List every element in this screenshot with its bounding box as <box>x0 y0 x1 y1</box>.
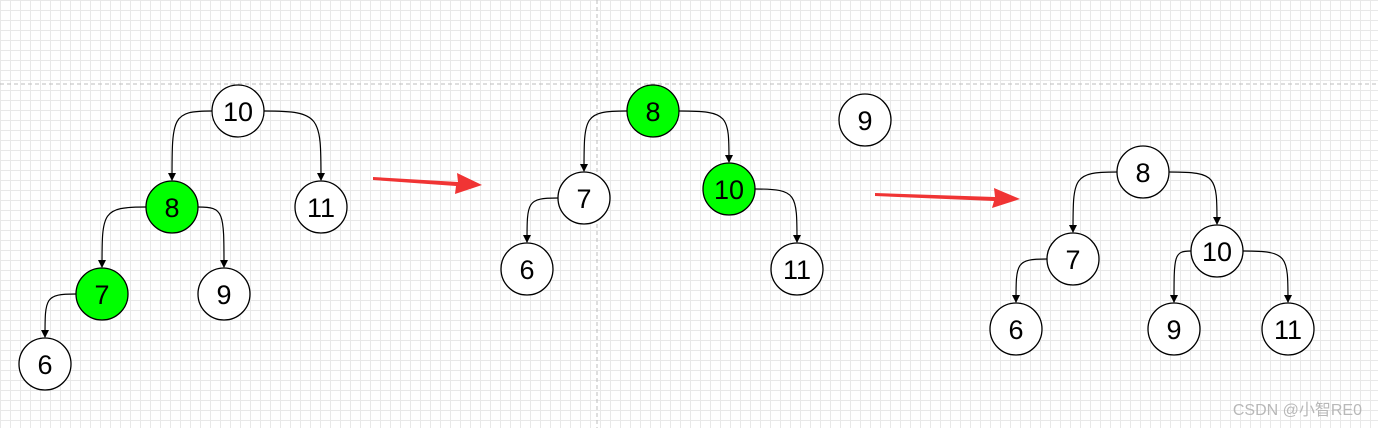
node-label: 11 <box>1274 315 1302 345</box>
node-label: 6 <box>1008 315 1023 345</box>
tree-1-node-10: 10 <box>211 84 265 138</box>
node-circle <box>18 337 72 391</box>
node-circle <box>1116 145 1170 199</box>
node-label: 9 <box>216 280 231 310</box>
tree-3-node-10: 10 <box>1190 224 1244 278</box>
tree-1-node-6: 6 <box>18 337 72 391</box>
node-label: 6 <box>37 350 52 380</box>
tree-3-node-8: 8 <box>1116 145 1170 199</box>
tree-1-node-11: 11 <box>294 180 348 234</box>
node-circle <box>626 84 680 138</box>
node-circle <box>1261 302 1315 356</box>
tree-3-edge-7-to-6 <box>1012 258 1048 303</box>
node-label: 11 <box>307 193 335 223</box>
tree-1-edge-10-to-8 <box>168 110 213 181</box>
node-circle <box>1147 302 1201 356</box>
tree-2-edge-8-to-7 <box>580 110 628 172</box>
tree-3-node-11: 11 <box>1261 302 1315 356</box>
node-label: 6 <box>519 255 534 285</box>
watermark: CSDN @小智RE0 <box>1232 402 1362 419</box>
node-label: 10 <box>714 175 744 205</box>
tree-2-node-6: 6 <box>500 242 554 296</box>
tree-1-edge-8-to-9 <box>197 206 228 268</box>
node-circle <box>770 242 824 296</box>
transition-arrows <box>373 173 1020 208</box>
tree-1-node-7: 7 <box>75 267 129 321</box>
tree-1-edge-8-to-7 <box>98 206 147 268</box>
node-circle <box>838 93 892 147</box>
tree-1-node-8: 8 <box>145 180 199 234</box>
node-label: 9 <box>1166 315 1181 345</box>
transition-arrow-1 <box>373 173 482 194</box>
tree-3-edge-10-to-11 <box>1242 250 1292 303</box>
tree-2-edge-10-to-11 <box>754 188 801 243</box>
node-label: 8 <box>1135 158 1150 188</box>
tree-2-node-11: 11 <box>770 242 824 296</box>
tree-1-edge-7-to-6 <box>41 293 77 338</box>
node-label: 7 <box>576 184 591 214</box>
node-label: 10 <box>223 97 253 127</box>
node-circle <box>1046 232 1100 286</box>
node-circle <box>1190 224 1244 278</box>
node-label: 8 <box>164 193 179 223</box>
node-circle <box>197 267 251 321</box>
tree-2-edge-7-to-6 <box>523 197 559 243</box>
tree-3-edge-8-to-7 <box>1069 171 1118 233</box>
node-circle <box>989 302 1043 356</box>
node-circle <box>145 180 199 234</box>
tree-3-node-7: 7 <box>1046 232 1100 286</box>
tree-2-edge-8-to-10 <box>678 110 733 163</box>
node-circle <box>702 162 756 216</box>
node-circle <box>211 84 265 138</box>
tree-1-edge-10-to-11 <box>263 110 325 181</box>
tree-3-edge-8-to-10 <box>1168 171 1221 225</box>
node-label: 11 <box>783 255 811 285</box>
tree-1-node-9: 9 <box>197 267 251 321</box>
tree-2-node-9: 9 <box>838 93 892 147</box>
node-circle <box>557 171 611 225</box>
node-label: 9 <box>857 106 872 136</box>
node-circle <box>294 180 348 234</box>
node-circle <box>75 267 129 321</box>
node-label: 10 <box>1202 237 1232 267</box>
transition-arrow-2 <box>875 188 1020 208</box>
tree-2-node-7: 7 <box>557 171 611 225</box>
node-label: 8 <box>645 97 660 127</box>
tree-3-edge-10-to-9 <box>1170 250 1192 303</box>
tree-3-node-9: 9 <box>1147 302 1201 356</box>
tree-2-node-8: 8 <box>626 84 680 138</box>
node-label: 7 <box>94 280 109 310</box>
node-label: 7 <box>1065 245 1080 275</box>
node-circle <box>500 242 554 296</box>
tree-3-node-6: 6 <box>989 302 1043 356</box>
tree-2-node-10: 10 <box>702 162 756 216</box>
